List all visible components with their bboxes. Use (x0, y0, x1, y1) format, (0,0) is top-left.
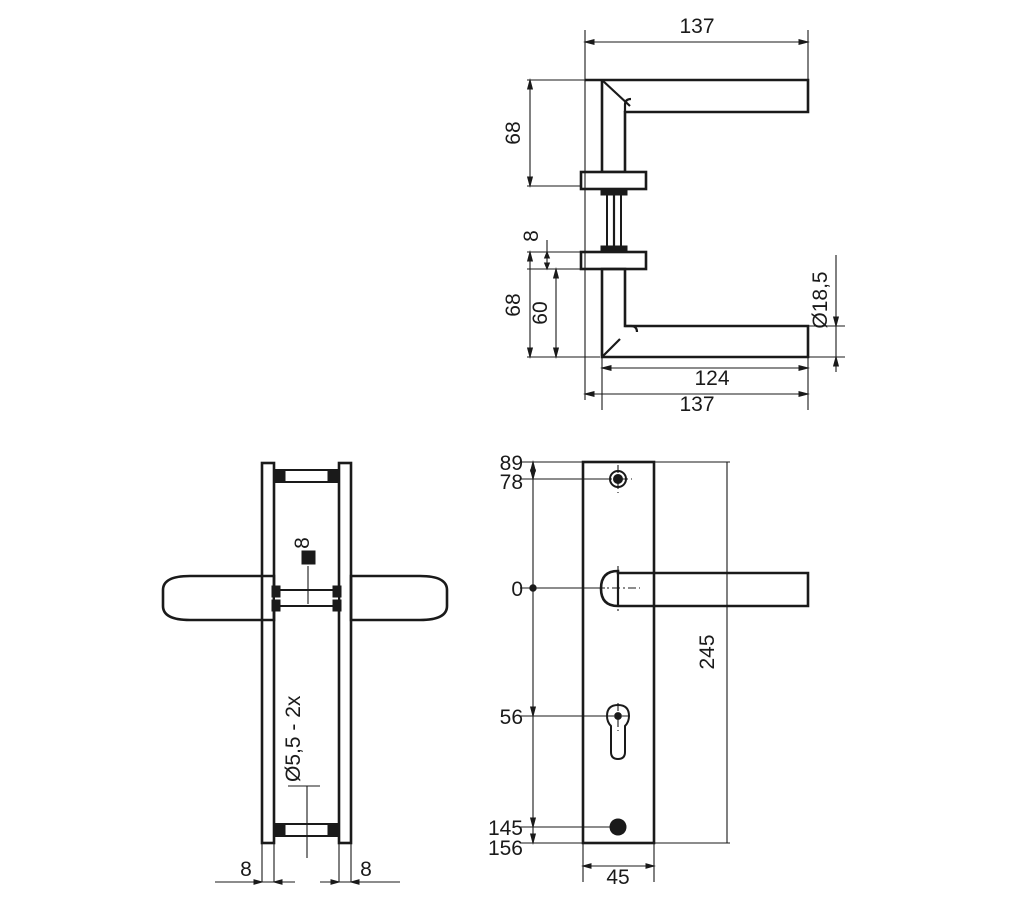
ordinate-tick-145 (529, 817, 537, 829)
dim-124: 124 (600, 364, 810, 390)
spindle-collar-top (600, 188, 628, 196)
dim-label-156: 156 (488, 837, 523, 860)
screw-top-front (604, 465, 632, 493)
screw-bottom-cross (611, 820, 625, 834)
leader-square-spindle-8: 8 (291, 537, 316, 604)
lever-inner-fillet-bottom (625, 324, 639, 333)
dim-8-left: 8 (215, 858, 295, 885)
dim-8-right: 8 (320, 858, 400, 885)
dim-137-top: 137 (583, 15, 810, 46)
ordinate-tick-156 (529, 833, 537, 845)
dim-label-56: 56 (500, 706, 523, 729)
dim-68-bottom: 68 (502, 250, 534, 359)
dim-label-245: 245 (696, 634, 719, 669)
keyhole-front (605, 703, 631, 761)
view-plate-front: 89 78 0 56 145 156 245 45 (488, 452, 810, 889)
screw-head-top-right (327, 469, 340, 483)
dim-60-bottom: 60 (529, 267, 560, 359)
lever-rose-bottom (579, 250, 648, 271)
spindle-assembly (600, 188, 628, 253)
ordinate-tick-56 (529, 706, 537, 718)
dim-label-124: 124 (694, 367, 729, 390)
dim-label-145: 145 (488, 817, 523, 840)
dim-diameter-18-5: Ø18,5 (809, 255, 840, 372)
dim-label-45: 45 (606, 866, 629, 889)
screw-head-top-left (273, 469, 286, 483)
spindle-collar-sl-2 (271, 599, 281, 612)
dim-137-bottom: 137 (583, 80, 810, 416)
spindle-side-view (271, 585, 342, 612)
spindle-collar-sl-1 (271, 585, 281, 598)
lever-profile-top (585, 78, 810, 174)
dim-label-8-right: 8 (360, 858, 372, 881)
spindle-collar-sr-2 (332, 599, 342, 612)
backplate-outline (581, 460, 656, 845)
view-bottom-lever: 8 68 60 Ø18,5 (502, 80, 845, 416)
section-marker-bottom (601, 338, 621, 358)
dim-label-137-bottom: 137 (679, 393, 714, 416)
dim-45: 45 (581, 843, 656, 889)
screw-bottom-front (609, 818, 627, 836)
ordinate-origin-dot (529, 584, 537, 592)
dim-label-89: 89 (500, 452, 523, 475)
dim-8-spindle: 8 (520, 230, 551, 271)
dim-label-68-top: 68 (502, 121, 525, 144)
dim-label-diameter-18-5: Ø18,5 (809, 271, 832, 328)
square-spindle-symbol (301, 550, 316, 565)
leader-screw-hole-5-5: Ø5,5 - 2x (282, 695, 320, 858)
dim-label-hole-5-5: Ø5,5 - 2x (282, 695, 305, 782)
spindle-bar-side (273, 589, 340, 607)
dim-245: 245 (654, 461, 730, 844)
ordinate-tick-78 (529, 469, 537, 481)
view-plate-side: 8 Ø5,5 - 2x 8 8 (161, 461, 449, 885)
dim-68-top: 68 (502, 78, 534, 188)
screw-head-bottom-right (327, 823, 340, 837)
dim-label-78: 78 (500, 471, 523, 494)
lever-rose-top (579, 170, 648, 191)
view-top-lever: 137 68 (502, 15, 810, 191)
lever-bar-right (349, 574, 449, 622)
screw-top-side (273, 469, 340, 483)
plate-right-side (337, 461, 353, 845)
dim-label-137-top: 137 (679, 15, 714, 38)
section-marker-top (601, 79, 631, 107)
dim-label-8-spindle: 8 (520, 230, 543, 242)
plate-left-side (260, 461, 276, 845)
lever-profile-bottom (600, 267, 810, 359)
screw-head-bottom-left (273, 823, 286, 837)
spindle-collar-sr-1 (332, 585, 342, 598)
dim-label-8-left: 8 (240, 858, 252, 881)
lever-bar-left (161, 574, 276, 622)
lever-inner-fillet-top (623, 97, 632, 112)
dim-label-68-bottom: 68 (502, 293, 525, 316)
dim-label-60-bottom: 60 (529, 301, 552, 324)
dim-label-square-8: 8 (291, 537, 314, 549)
dim-label-0: 0 (511, 578, 523, 601)
